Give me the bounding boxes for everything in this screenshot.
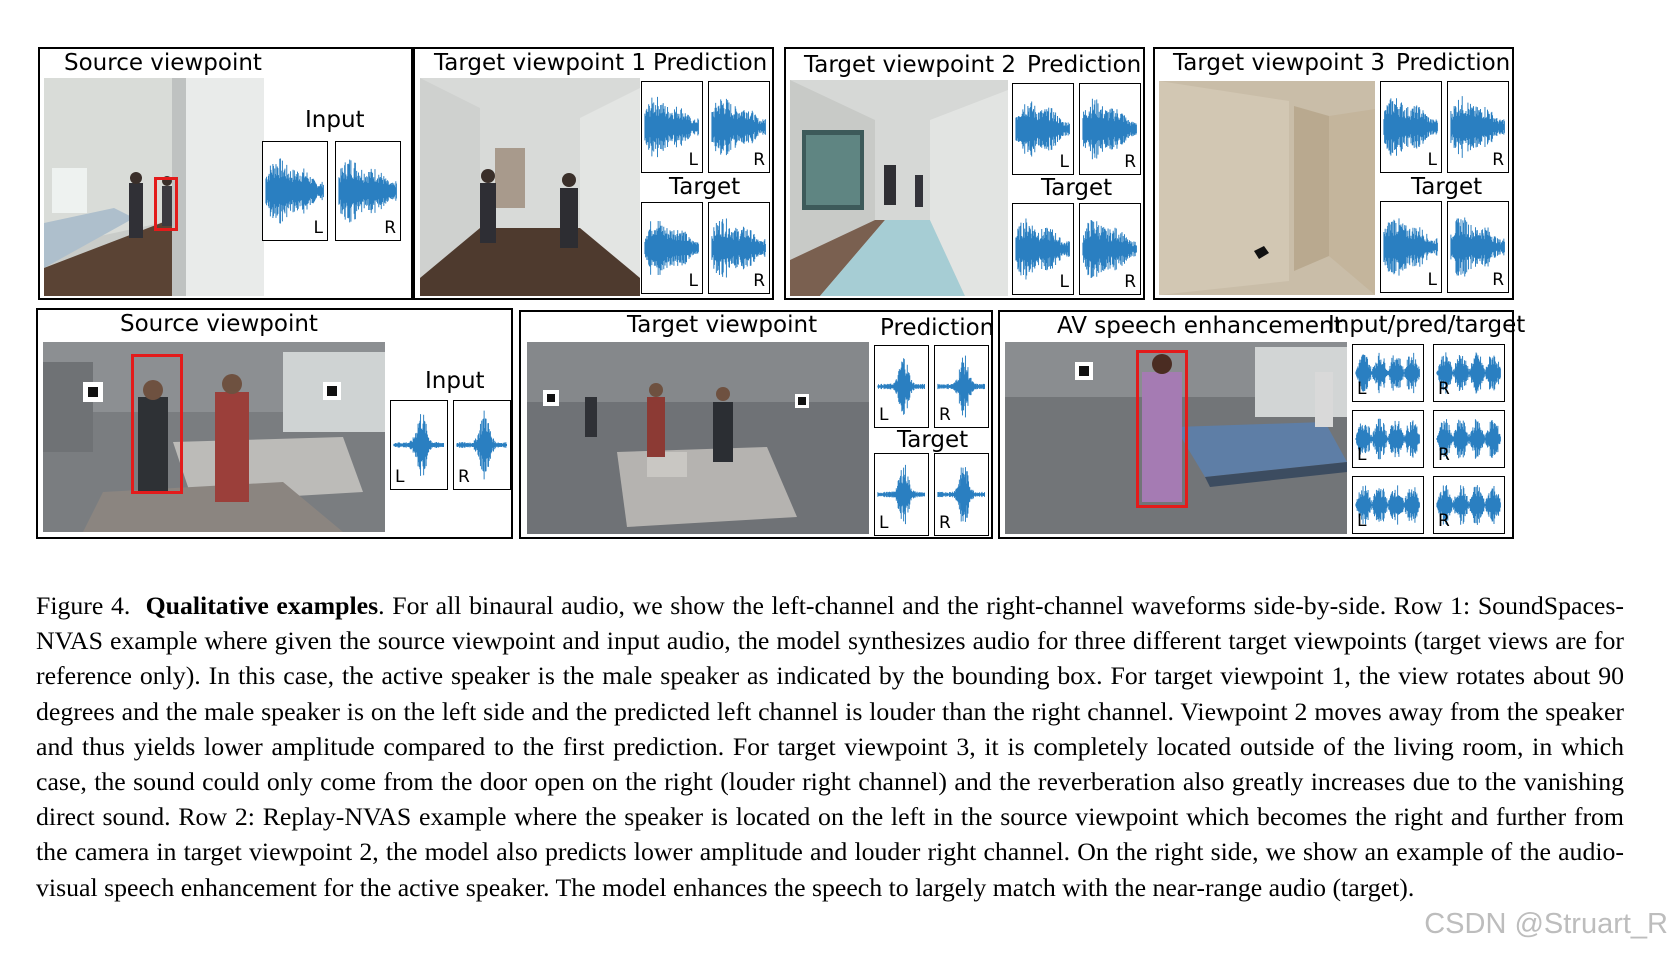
waveform-trace — [1082, 98, 1137, 160]
row1-target2-panel: Target viewpoint 2 Prediction L R Target… — [784, 47, 1145, 300]
waveform-trace — [1436, 485, 1501, 525]
row1-t1-target-right: R — [708, 202, 770, 294]
row2-avse-image — [1005, 342, 1347, 534]
row2-target-panel: Target viewpoint Prediction L R Target L… — [519, 310, 995, 539]
caption-text: . For all binaural audio, we show the le… — [36, 591, 1625, 902]
row1-t1-target-left: L — [641, 202, 703, 294]
row1-target1-title: Target viewpoint 1 — [434, 50, 647, 76]
caption-bold-title: Qualitative examples — [145, 591, 379, 620]
waveform-trace — [1436, 419, 1501, 459]
row2-target-right: R — [934, 453, 989, 536]
row1-target1-prediction-label: Prediction — [653, 50, 768, 76]
row2-target-title: Target viewpoint — [627, 312, 818, 338]
figure-caption: Figure 4. Qualitative examples. For all … — [36, 588, 1624, 905]
waveform-trace — [644, 96, 699, 158]
row2-source-image — [43, 342, 385, 532]
row1-input-label: Input — [305, 107, 365, 133]
waveform-trace — [1355, 485, 1420, 525]
row1-source-image — [44, 78, 264, 296]
row2-target-target-label: Target — [897, 427, 969, 453]
row1-target3-panel: Target viewpoint 3 Prediction L R Target… — [1153, 47, 1514, 300]
row1-t2-target-left: L — [1012, 203, 1074, 295]
avse-target-right: R — [1433, 476, 1505, 534]
waveform-trace — [711, 218, 766, 278]
row2-source-title: Source viewpoint — [120, 311, 318, 337]
waveform-trace — [1015, 101, 1070, 157]
waveform-trace — [937, 467, 986, 522]
row1-target2-title: Target viewpoint 2 — [804, 52, 1017, 78]
waveform-trace — [393, 414, 445, 476]
waveform-trace — [338, 159, 397, 223]
avse-pred-right: R — [1433, 410, 1505, 468]
row1-source-title: Source viewpoint — [64, 50, 262, 76]
row1-t2-pred-right: R — [1079, 83, 1141, 175]
row1-t3-target-left: L — [1380, 201, 1442, 293]
row2-target-left: L — [874, 453, 929, 536]
waveform-trace — [1355, 418, 1420, 460]
watermark: CSDN @Struart_R — [1424, 908, 1668, 940]
row1-source-panel: Source viewpoint Input L R — [38, 47, 413, 300]
waveform-trace — [1383, 98, 1438, 156]
row2-avse-ipt-label: Input/pred/target — [1328, 312, 1526, 338]
row1-t2-target-right: R — [1079, 203, 1141, 295]
waveform-trace — [456, 410, 508, 480]
row1-target2-target-label: Target — [1041, 175, 1113, 201]
row2-avse-speaker-bbox — [1136, 350, 1188, 508]
avse-input-right: R — [1433, 344, 1505, 402]
row2-input-label: Input — [425, 368, 485, 394]
row2-input-waveform-right: R — [453, 400, 511, 490]
waveform-trace — [265, 158, 324, 224]
avse-pred-left: L — [1352, 410, 1424, 468]
row2-source-panel: Source viewpoint Input L R — [36, 308, 513, 539]
row1-target1-panel: Target viewpoint 1 Prediction L R Target… — [413, 47, 774, 300]
row2-input-waveform-left: L — [390, 400, 448, 490]
waveform-trace — [1450, 217, 1505, 277]
row1-speaker-bbox — [154, 177, 178, 231]
waveform-trace — [937, 355, 986, 418]
row1-target2-image — [790, 80, 1008, 296]
waveform-trace — [711, 98, 766, 156]
row2-avse-title: AV speech enhancement — [1057, 313, 1343, 339]
row2-target-prediction-label: Prediction — [880, 315, 995, 341]
avse-target-left: L — [1352, 476, 1424, 534]
row2-speaker-bbox — [131, 354, 183, 494]
row2-target-image — [527, 342, 869, 534]
row1-target3-image — [1159, 81, 1375, 295]
row1-t3-pred-right: R — [1447, 81, 1509, 173]
waveform-trace — [1355, 352, 1420, 394]
waveform-trace — [877, 358, 926, 415]
row1-target1-image — [420, 78, 640, 296]
waveform-trace — [877, 464, 926, 525]
waveform-trace — [1383, 218, 1438, 276]
row1-target3-target-label: Target — [1411, 174, 1483, 200]
avse-input-left: L — [1352, 344, 1424, 402]
waveform-trace — [644, 221, 699, 275]
row2-pred-left: L — [874, 345, 929, 428]
caption-figure-label: Figure 4. — [36, 591, 131, 620]
row1-t3-pred-left: L — [1380, 81, 1442, 173]
row1-t1-pred-right: R — [708, 81, 770, 173]
waveform-trace — [1450, 96, 1505, 158]
waveform-trace — [1082, 219, 1137, 279]
row1-t2-pred-left: L — [1012, 83, 1074, 175]
waveform-trace — [1015, 218, 1070, 280]
row1-target1-target-label: Target — [669, 174, 741, 200]
row1-target3-title: Target viewpoint 3 — [1173, 50, 1386, 76]
row1-input-waveform-right: R — [335, 141, 401, 241]
row2-pred-right: R — [934, 345, 989, 428]
row1-t1-pred-left: L — [641, 81, 703, 173]
row1-t3-target-right: R — [1447, 201, 1509, 293]
row1-target2-prediction-label: Prediction — [1027, 52, 1142, 78]
row1-input-waveform-left: L — [262, 141, 328, 241]
row2-avse-panel: AV speech enhancement Input/pred/target … — [998, 310, 1525, 539]
row1-target3-prediction-label: Prediction — [1396, 50, 1511, 76]
waveform-trace — [1436, 352, 1501, 394]
